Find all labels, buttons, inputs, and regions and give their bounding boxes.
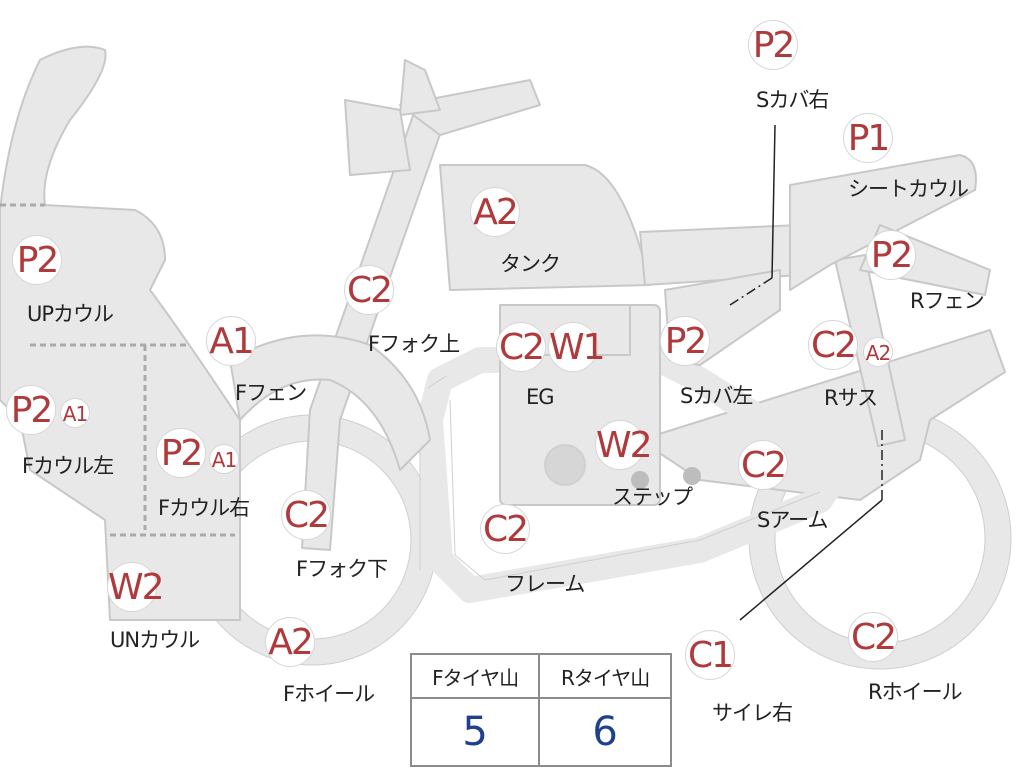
s-cover-left-label: Sカバ左	[680, 384, 753, 408]
r-sus-code-badge: C2	[808, 320, 858, 370]
swing-arm-shape	[639, 329, 1006, 501]
silencer-right-code-badge: C1	[685, 630, 735, 680]
silencer-right-label: サイレ右	[712, 701, 793, 725]
tire-tread-table: Fタイヤ山 Rタイヤ山 5 6	[409, 653, 672, 767]
eg-code-badge-2: W1	[548, 322, 606, 372]
r-fender-code-badge: P2	[866, 230, 916, 280]
f-fork-lower-label: Fフォク下	[296, 557, 388, 581]
f-wheel-label: Fホイール	[283, 682, 375, 706]
tire-table-value-row: 5 6	[409, 697, 672, 767]
r-sus-code-badge-2: A2	[863, 337, 893, 367]
f-cowl-right-code-badge: P2	[156, 428, 206, 478]
step-code-badge: W2	[595, 420, 653, 470]
f-fork-upper-code-badge: C2	[344, 265, 394, 315]
un-cowl-code-badge: W2	[107, 562, 165, 612]
f-cowl-left-code-badge: P2	[6, 385, 56, 435]
rear-tire-value: 6	[538, 697, 672, 767]
f-fender-label: Fフェン	[235, 381, 307, 405]
seat-cowl-code-badge: P1	[843, 113, 893, 163]
seat-cowl-label: シートカウル	[848, 177, 969, 201]
f-fender-code-badge: A1	[206, 316, 256, 366]
eg-label: EG	[526, 385, 555, 409]
rear-tire-header: Rタイヤ山	[538, 653, 672, 699]
s-arm-label: Sアーム	[757, 508, 828, 532]
f-cowl-right-code-badge-2: A1	[209, 444, 239, 474]
s-arm-code-badge: C2	[738, 440, 788, 490]
step-label: ステップ	[612, 485, 693, 509]
up-cowl-label: UPカウル	[27, 302, 114, 326]
s-cover-right-label: Sカバ右	[756, 88, 829, 112]
tank-label: タンク	[500, 252, 561, 276]
front-fender-shape	[229, 334, 431, 471]
tank-code-badge: A2	[470, 187, 520, 237]
f-wheel-code-badge: A2	[265, 617, 315, 667]
tire-table-header-row: Fタイヤ山 Rタイヤ山	[409, 653, 672, 699]
f-cowl-left-code-badge-2: A1	[60, 398, 90, 428]
un-cowl-label: UNカウル	[110, 628, 200, 652]
f-fork-upper-label: Fフォク上	[368, 332, 460, 356]
r-wheel-label: Rホイール	[868, 680, 963, 704]
s-cover-right-code-badge: P2	[748, 20, 798, 70]
r-fender-label: Rフェン	[910, 289, 985, 313]
r-sus-label: Rサス	[824, 386, 878, 410]
s-cover-left-code-badge: P2	[660, 316, 710, 366]
f-cowl-right-label: Fカウル右	[158, 496, 250, 520]
frame-label: フレーム	[505, 572, 585, 596]
eg-code-badge: C2	[496, 322, 546, 372]
frame-code-badge: C2	[480, 504, 530, 554]
f-fork-lower-code-badge: C2	[281, 490, 331, 540]
f-cowl-left-label: Fカウル左	[22, 454, 114, 478]
front-tire-header: Fタイヤ山	[409, 653, 541, 699]
r-wheel-code-badge: C2	[848, 612, 898, 662]
up-cowl-code-badge: P2	[12, 235, 62, 285]
front-tire-value: 5	[409, 697, 541, 767]
